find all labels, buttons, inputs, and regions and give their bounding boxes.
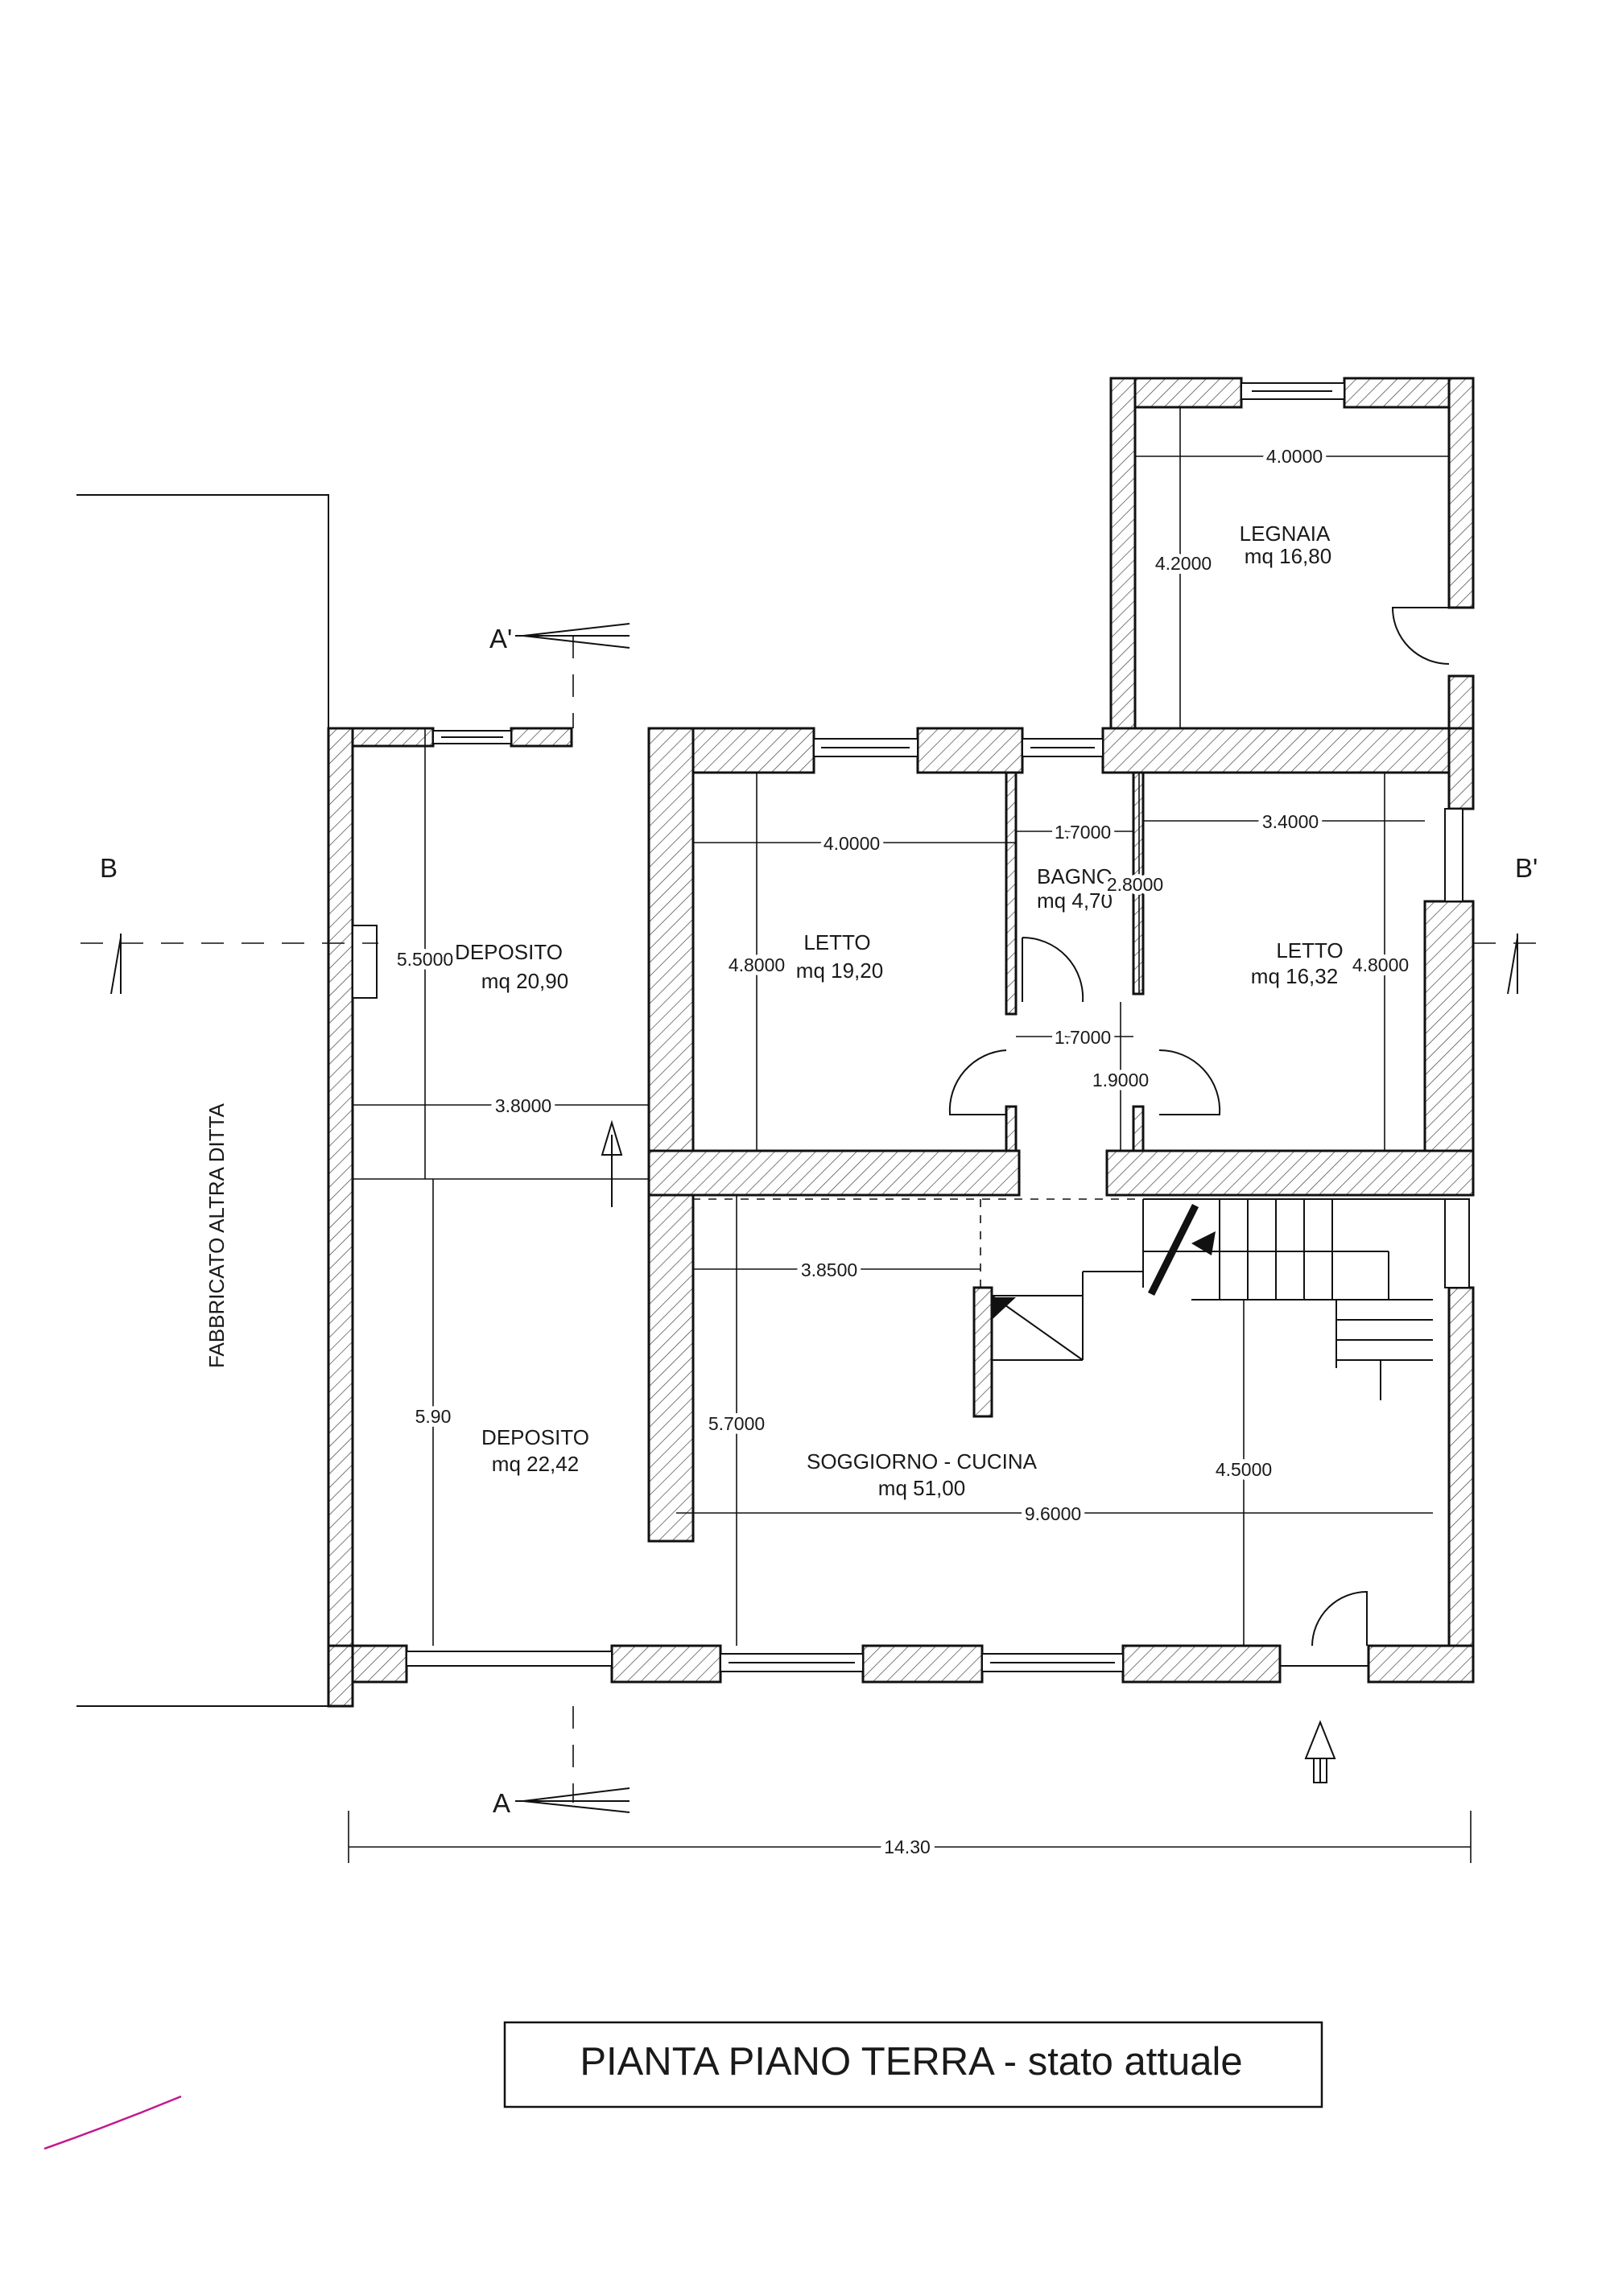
dimension-labels: 4.0000 4.2000 4.0000 4.8000 1.7000 2.800…: [393, 442, 1413, 1862]
svg-text:4.8000: 4.8000: [1352, 954, 1409, 975]
room-bagno-area: mq 4,70: [1037, 888, 1113, 913]
section-b-right-label: B': [1515, 853, 1538, 883]
section-lines: [80, 623, 1538, 1813]
room-soggiorno-area: mq 51,00: [878, 1476, 965, 1500]
svg-text:1.7000: 1.7000: [1055, 1027, 1111, 1048]
neighbor-building-label: FABBRICATO ALTRA DITTA: [204, 1103, 229, 1368]
svg-text:3.8000: 3.8000: [495, 1095, 551, 1116]
svg-text:4.0000: 4.0000: [824, 833, 880, 854]
svg-text:4.0000: 4.0000: [1266, 446, 1323, 467]
svg-text:4.2000: 4.2000: [1155, 553, 1212, 574]
svg-text:9.6000: 9.6000: [1025, 1503, 1081, 1524]
section-b-left-label: B: [100, 853, 118, 883]
svg-text:3.8500: 3.8500: [801, 1259, 857, 1280]
svg-text:4.8000: 4.8000: [729, 954, 785, 975]
room-deposito-1-name: DEPOSITO: [455, 940, 563, 964]
title-box: [503, 2021, 1323, 2108]
pen-mark: [43, 2095, 182, 2150]
room-bagno-name: BAGNO: [1037, 864, 1113, 888]
svg-text:3.4000: 3.4000: [1262, 811, 1319, 832]
room-letto-1-area: mq 19,20: [796, 958, 883, 983]
room-deposito-2-name: DEPOSITO: [481, 1425, 589, 1449]
section-a-bottom-label: A: [493, 1788, 510, 1818]
stairs: [991, 1198, 1449, 1400]
doors: [948, 607, 1450, 1667]
svg-text:5.90: 5.90: [415, 1406, 452, 1427]
dimension-lines: [348, 407, 1472, 1863]
room-legnaia-area: mq 16,80: [1245, 544, 1331, 568]
room-letto-1-name: LETTO: [803, 930, 870, 954]
section-a-top-label: A': [489, 624, 512, 653]
svg-text:1.9000: 1.9000: [1092, 1070, 1149, 1090]
svg-text:5.5000: 5.5000: [397, 949, 453, 970]
walls: [327, 377, 1475, 1708]
room-deposito-2-area: mq 22,42: [492, 1452, 579, 1476]
neighbor-building-outline: [76, 494, 329, 1707]
svg-text:5.7000: 5.7000: [708, 1413, 765, 1434]
svg-text:4.5000: 4.5000: [1216, 1459, 1272, 1480]
room-letto-2-area: mq 16,32: [1251, 964, 1338, 988]
page-title: PIANTA PIANO TERRA - stato attuale: [580, 2040, 1242, 2084]
room-letto-2-name: LETTO: [1276, 938, 1343, 963]
room-legnaia-name: LEGNAIA: [1240, 521, 1331, 546]
room-soggiorno-name: SOGGIORNO - CUCINA: [807, 1449, 1038, 1474]
room-deposito-1-area: mq 20,90: [481, 969, 568, 993]
svg-text:14.30: 14.30: [884, 1836, 931, 1857]
svg-text:2.8000: 2.8000: [1107, 874, 1163, 895]
svg-text:1.7000: 1.7000: [1055, 822, 1111, 843]
windows: [352, 382, 1470, 1672]
